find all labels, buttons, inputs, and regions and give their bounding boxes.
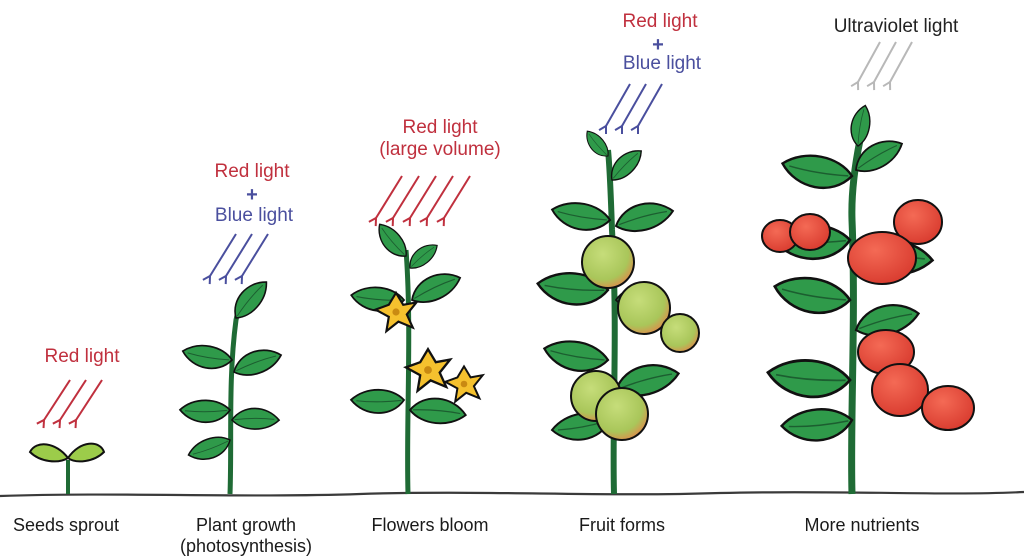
light-label-stage5: Ultraviolet light <box>833 16 959 37</box>
red-light-arrows-stage1 <box>44 379 103 420</box>
stage-label-flowers-bloom: Flowers bloom <box>371 515 489 535</box>
stage-label-plant-growth: Plant growth <box>195 515 297 535</box>
light-label-stage4-plus: + <box>652 34 664 56</box>
light-label-stage1: Red light <box>44 346 120 367</box>
light-label-stage4-blue: Blue light <box>622 53 702 74</box>
growing-plant <box>177 275 285 495</box>
fruiting-plant <box>533 125 700 495</box>
light-label-stage4-red: Red light <box>622 11 698 32</box>
light-label-stage3-volume: (large volume) <box>379 139 501 160</box>
stage-label-photosynthesis: (photosynthesis) <box>179 536 313 556</box>
stage-label-fruit-forms: Fruit forms <box>578 515 666 535</box>
red-light-arrows-stage3 <box>376 175 471 218</box>
light-label-stage2-red: Red light <box>214 161 290 182</box>
stage-label-more-nutrients: More nutrients <box>804 515 920 535</box>
light-arrows-stage2 <box>210 233 269 276</box>
ultraviolet-light-arrows <box>858 41 913 82</box>
light-label-stage2-plus: + <box>246 184 258 206</box>
flowering-plant <box>348 217 484 495</box>
light-label-stage3-red: Red light <box>402 117 478 138</box>
stage-label-seeds-sprout: Seeds sprout <box>12 515 120 535</box>
light-label-stage2-blue: Blue light <box>214 205 294 226</box>
ground-line <box>0 490 1024 498</box>
seedling-plant <box>28 442 106 494</box>
light-arrows-stage4 <box>606 83 663 126</box>
ripe-tomato-plant <box>761 102 975 495</box>
